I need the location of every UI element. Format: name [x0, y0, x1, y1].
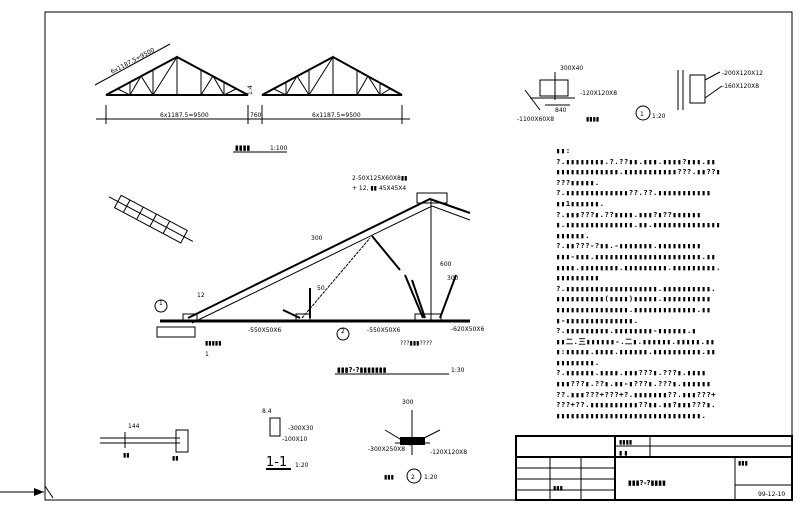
svg-text:8.4: 8.4	[262, 408, 272, 415]
svg-text:▮▮▮▮: ▮▮▮▮	[586, 116, 599, 123]
svg-text:300: 300	[447, 275, 459, 282]
detail-top: 300X40 840 -1100X60X8 -120X120X8 ▮▮▮▮ -2…	[517, 65, 763, 123]
truss-diagram-title: ▮▮▮▮	[235, 144, 251, 152]
svg-text:-120X120X8: -120X120X8	[580, 90, 617, 97]
svg-text:▮ ▮: ▮ ▮	[619, 450, 628, 457]
svg-text:12: 12	[197, 292, 205, 299]
svg-text:-120X120X8: -120X120X8	[430, 449, 467, 456]
svg-text:-300X30: -300X30	[288, 425, 314, 432]
detail-marker-1	[635, 105, 651, 121]
svg-text:-550X50X6: -550X50X6	[248, 327, 281, 334]
svg-text:1: 1	[640, 111, 644, 118]
svg-text:144: 144	[128, 423, 140, 430]
detail-bottom: 144 ▮▮ ▮▮ 8.4 -300X30 -100X10 1-1 1:20 3…	[100, 399, 467, 484]
svg-text:▮▮▮: ▮▮▮	[553, 485, 563, 492]
arrow-icon	[34, 488, 44, 496]
truss-diagram: 6x1187.5=9500 760 6x1187.5=9500 1:4 6x11…	[94, 43, 410, 153]
corner-mark	[44, 485, 54, 499]
svg-text:1:20: 1:20	[424, 474, 438, 481]
svg-text:1:30: 1:30	[451, 367, 465, 374]
svg-text:300X40: 300X40	[560, 65, 583, 72]
design-notes: ▮▮: ?.▮▮▮▮▮▮▮▮.?.??▮▮.▮▮▮.▮▮▮▮?▮▮▮.▮▮ ▮▮…	[556, 146, 734, 421]
svg-text:1:20: 1:20	[295, 462, 309, 469]
svg-text:???▮▮▮????: ???▮▮▮????	[400, 340, 432, 347]
main-truss-title: ▮▮▮?-?▮▮▮▮▮▮▮	[337, 366, 387, 374]
svg-text:600: 600	[440, 261, 452, 268]
title-block: ▮▮▮▮ ▮ ▮ ▮▮▮ ▮▮▮ ▮▮▮?-?▮▮▮▮ 99-12-10	[515, 435, 793, 501]
svg-text:50: 50	[317, 285, 325, 292]
svg-text:▮▮▮▮▮: ▮▮▮▮▮	[205, 340, 222, 347]
truss-diagram-scale: 1:100	[270, 145, 287, 152]
svg-text:▮▮▮▮: ▮▮▮▮	[619, 439, 632, 446]
rise-label: 1:4	[247, 85, 254, 95]
gap-dim: 760	[250, 112, 262, 119]
section-1-1-label: 1-1	[266, 455, 287, 470]
svg-text:840: 840	[555, 107, 567, 114]
svg-text:▮▮: ▮▮	[172, 455, 179, 462]
svg-text:▮▮: ▮▮	[123, 452, 130, 459]
svg-text:300: 300	[402, 399, 414, 406]
span-right-dim: 6x1187.5=9500	[312, 112, 361, 119]
svg-text:-1100X60X8: -1100X60X8	[517, 116, 554, 123]
span-left-dim: 6x1187.5=9500	[160, 112, 209, 119]
main-truss-elevation: 1 2 2-50X125X60X8▮▮ + 12, ▮▮ 45X45X4 12 …	[108, 175, 484, 375]
drawing-frame	[44, 11, 793, 501]
svg-text:1: 1	[159, 300, 163, 307]
svg-text:-300X250X8: -300X250X8	[368, 446, 405, 453]
svg-text:300: 300	[311, 235, 323, 242]
svg-text:▮▮▮: ▮▮▮	[738, 460, 748, 467]
svg-text:-100X10: -100X10	[282, 436, 308, 443]
section-marker-2	[336, 327, 350, 341]
drawing-title: ▮▮▮?-?▮▮▮▮	[628, 479, 666, 487]
svg-text:2: 2	[341, 328, 345, 335]
svg-text:2: 2	[411, 474, 415, 481]
section-marker-1	[154, 299, 168, 313]
svg-text:-620X50X6: -620X50X6	[451, 326, 484, 333]
notes-title: ▮▮:	[556, 146, 571, 155]
svg-text:-550X50X6: -550X50X6	[367, 327, 400, 334]
svg-text:+ 12, ▮▮ 45X45X4: + 12, ▮▮ 45X45X4	[352, 185, 406, 192]
svg-text:1:20: 1:20	[652, 113, 666, 120]
callout-top: 2-50X125X60X8▮▮	[352, 175, 407, 182]
detail-marker-2	[406, 468, 422, 484]
svg-text:▮▮▮: ▮▮▮	[384, 474, 394, 481]
svg-text:-200X120X12: -200X120X12	[722, 70, 763, 77]
svg-text:1: 1	[205, 351, 209, 358]
svg-text:-160X120X8: -160X120X8	[722, 83, 759, 90]
drawing-date: 99-12-10	[758, 491, 785, 498]
